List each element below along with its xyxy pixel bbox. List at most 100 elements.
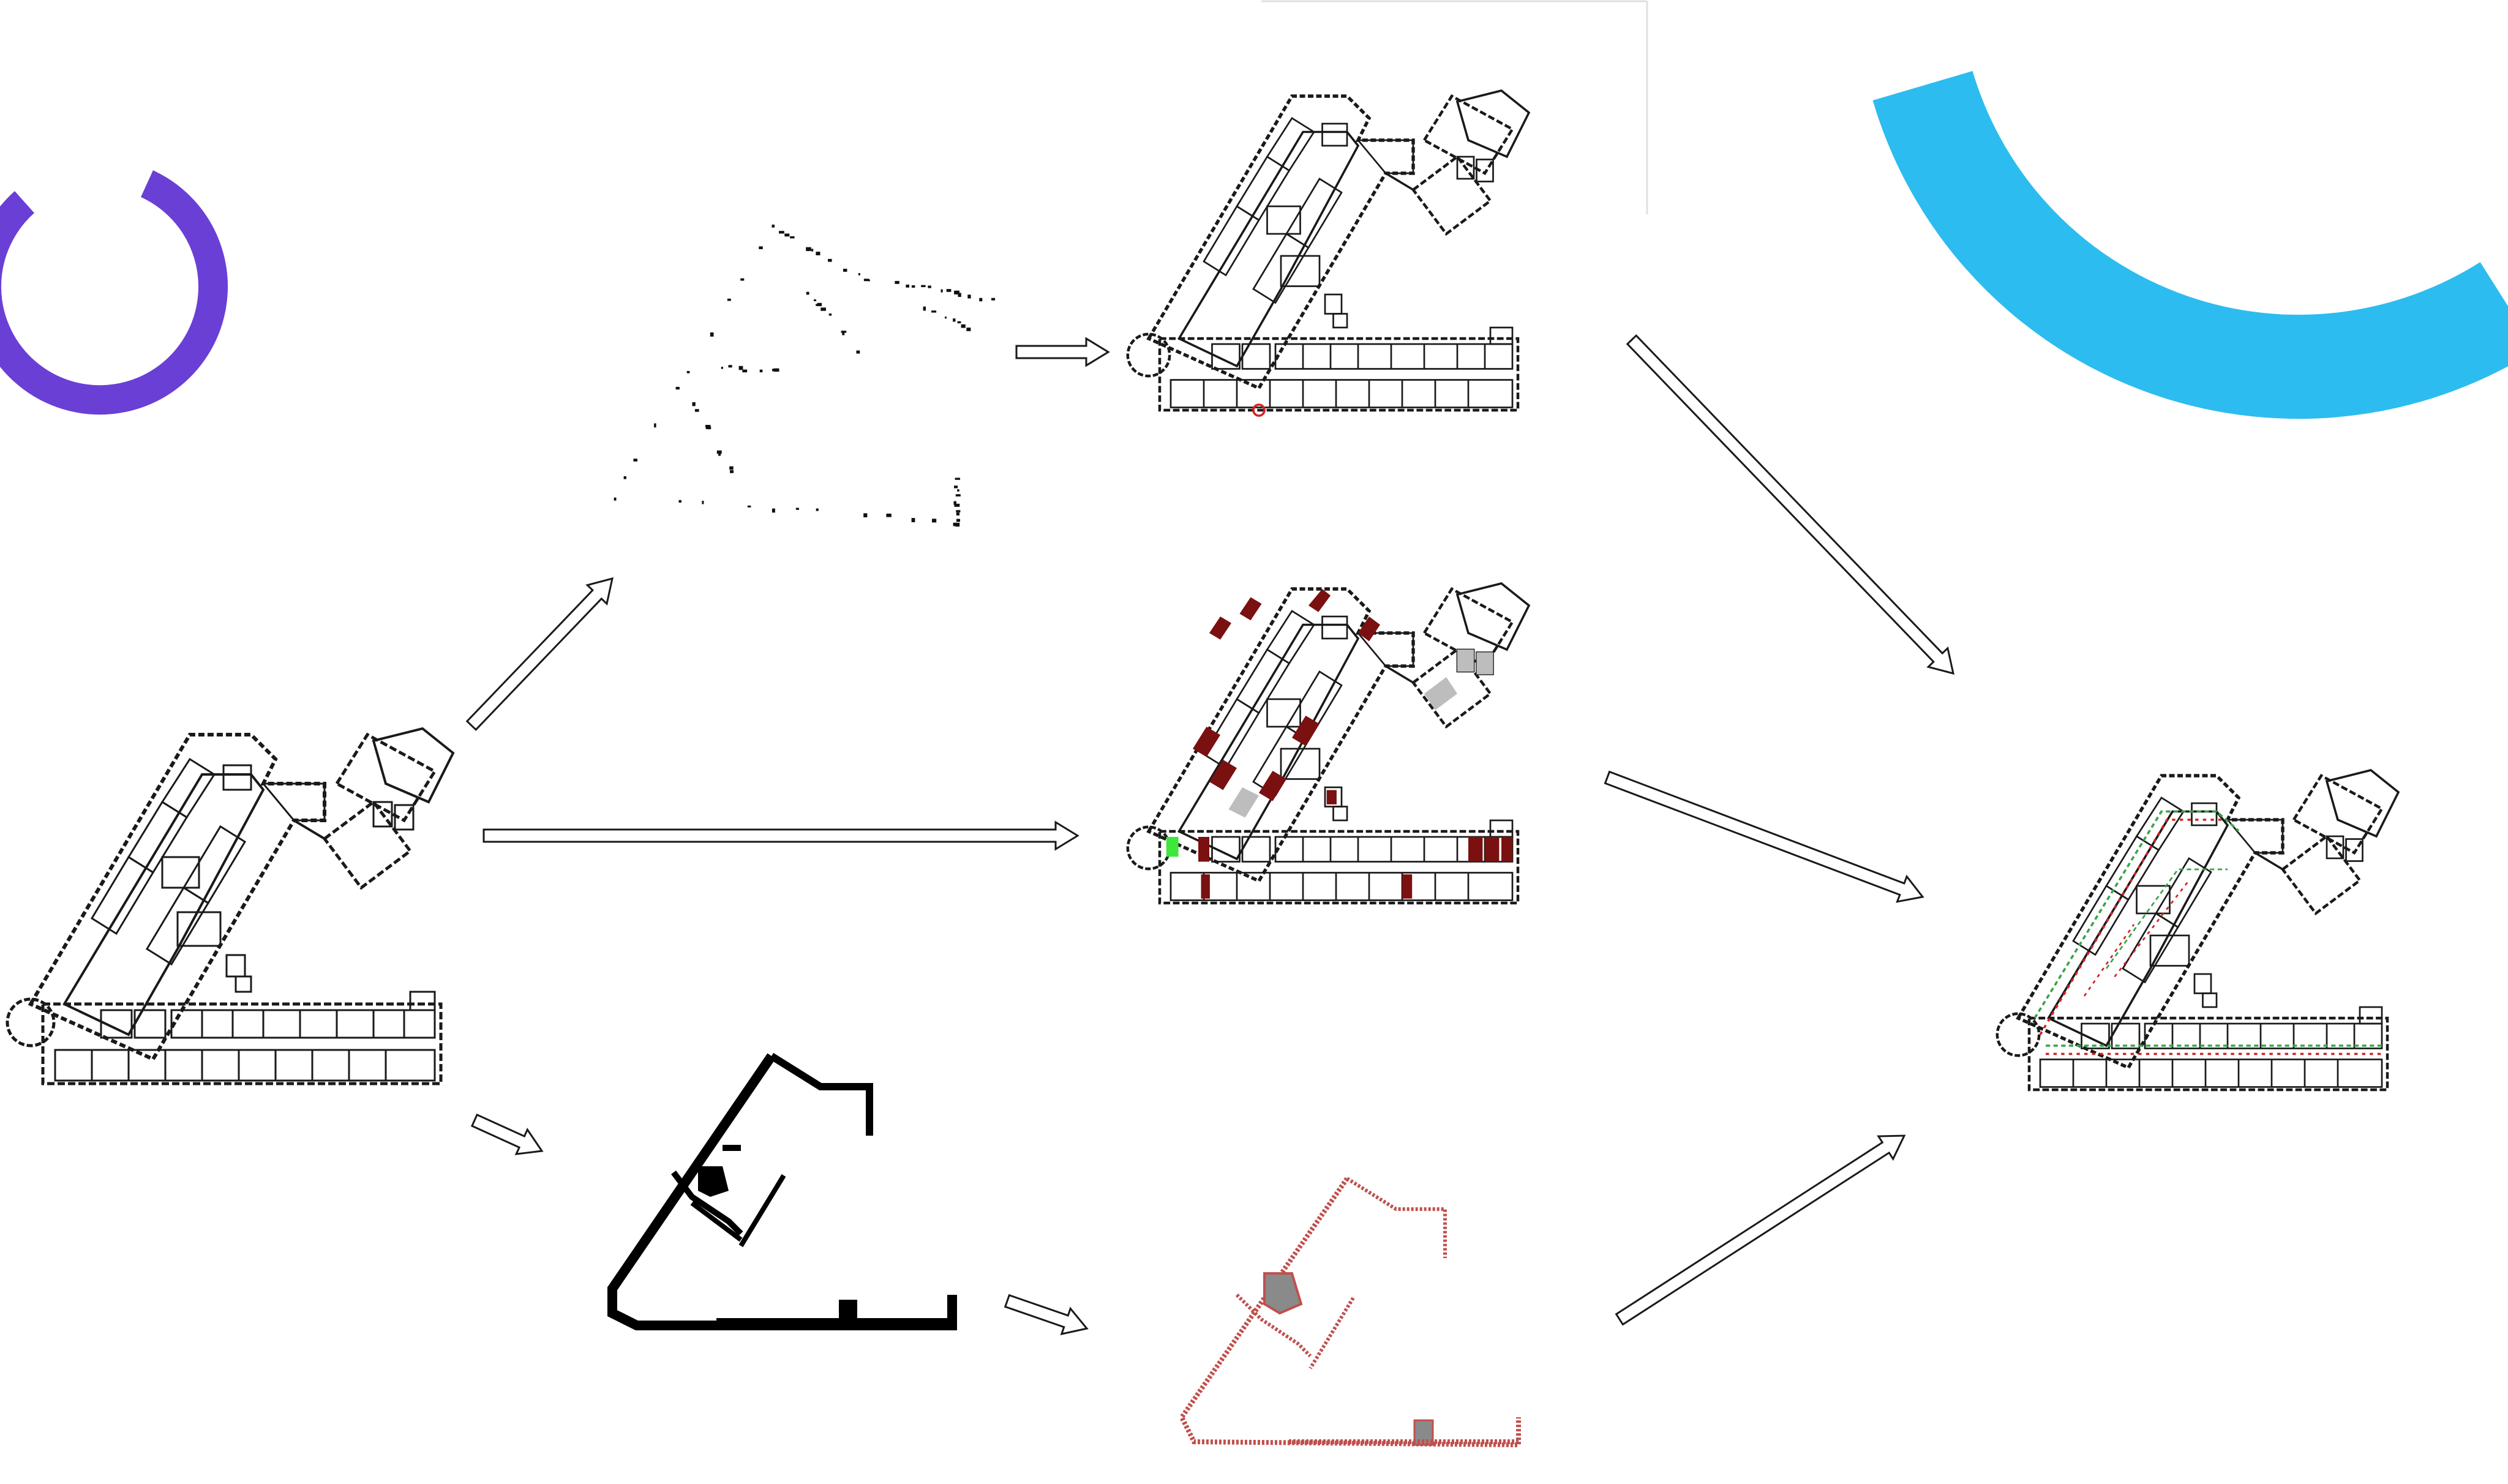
point-dot [954,290,959,294]
room-highlights [1166,589,1512,899]
point-dot [958,293,961,297]
connected-floorplan [1128,91,1529,417]
point-dot [923,306,926,311]
point-dot [957,321,961,324]
point-dot [868,279,870,282]
arrow-input-skeleton [470,1113,544,1155]
point-dot [710,332,714,337]
point-dot [721,367,723,369]
point-dot [820,307,826,311]
point-dot [953,501,956,505]
point-dot [921,285,926,287]
point-dot [906,284,909,288]
point-dot [678,500,681,503]
arrow-rooms-result [1604,770,1924,903]
purple-ring-icon [0,170,228,415]
point-dot [957,489,959,492]
point-dot [742,369,748,373]
point-dot [784,233,790,237]
point-dot [886,514,892,517]
point-dot [843,269,847,272]
point-dot [967,294,971,299]
point-dot [806,291,809,295]
point-dot [828,258,832,262]
point-dot [623,476,626,479]
arrow-grid-result [1615,1134,1906,1326]
point-dot [956,510,961,512]
point-dot [828,313,832,316]
point-dot [841,331,847,333]
point-dot [863,513,868,517]
point-dot [654,423,656,428]
point-dot [686,371,690,373]
grid-skeleton [1179,1177,1521,1448]
point-dot [932,519,937,523]
arrow-input-points [465,577,614,732]
point-dot [931,310,937,313]
route-paths [2033,810,2382,1055]
rooms-floorplan [1128,583,1529,903]
point-dot [729,466,734,470]
arrows [465,334,1954,1336]
point-dot [956,512,959,515]
point-dot [945,317,947,319]
point-dot [718,452,721,456]
point-dot [961,324,966,328]
point-dot [991,298,996,301]
point-dot [675,386,680,390]
point-dot [716,450,722,454]
point-dot [694,409,699,412]
arrow-points-connected [1015,337,1110,367]
point-dot [773,368,779,372]
point-dot [759,246,763,249]
point-dot [633,459,637,462]
point-dot [814,299,816,301]
point-dot [772,224,775,228]
point-dot [953,522,957,527]
point-dot [956,519,960,522]
point-dot [692,402,696,407]
point-dot [790,236,795,239]
point-dot [955,522,960,527]
point-dot [705,426,711,430]
point-dot [705,425,711,428]
point-dot [816,508,819,511]
point-dot [966,328,971,331]
blue-arc-icon [1872,70,2508,419]
point-dot [954,503,960,507]
point-dot [779,231,784,234]
point-dot [954,485,958,489]
marker-circle [1252,403,1266,417]
point-dot [842,332,845,335]
point-dot [728,365,732,368]
point-dot [816,304,820,306]
point-dot [856,350,860,354]
arrow-connected-result [1626,334,1954,675]
arrow-skeleton-grid [1004,1294,1089,1336]
point-dot [727,298,731,301]
point-dot [863,279,869,282]
point-dot [895,280,899,284]
point-dot [911,518,915,522]
point-dot [858,273,860,275]
point-dot [747,505,751,508]
point-dot [911,285,915,288]
point-dot [614,497,617,501]
point-dot [738,365,743,370]
point-dot [816,252,820,255]
arrow-input-rooms [482,820,1079,851]
sparse-points [614,224,996,527]
point-dot [955,494,961,497]
point-dot [759,369,763,373]
wall-skeleton [607,1052,957,1330]
point-dot [979,298,983,302]
point-dot [740,278,745,281]
point-dot [953,318,956,322]
point-dot [795,508,799,510]
point-dot [702,501,704,504]
point-dot [811,249,814,252]
point-dot [946,289,952,292]
point-dot [730,470,734,473]
point-dot [940,289,943,293]
